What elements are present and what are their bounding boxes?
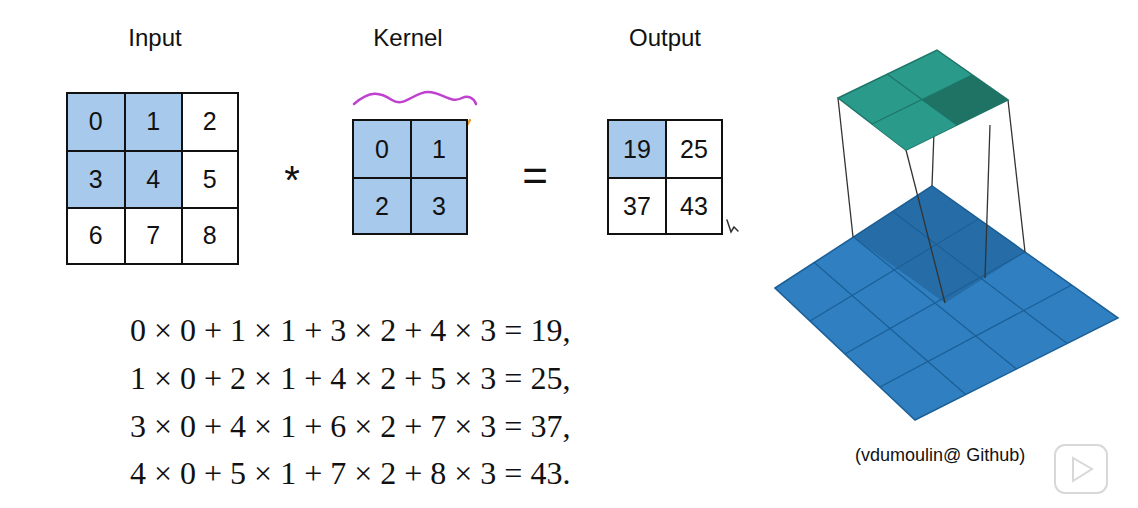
cell-value: 1 [432, 135, 446, 164]
cell-value: 1 [146, 107, 160, 136]
cell-value: 25 [680, 135, 708, 164]
output-plane [838, 50, 1008, 150]
matrix-cell: 8 [181, 207, 239, 265]
cell-value: 19 [623, 135, 651, 164]
grid-title: Output [629, 24, 701, 52]
cell-value: 4 [146, 165, 160, 194]
credit-caption: (vdumoulin@ Github) [855, 445, 1025, 466]
cell-value: 8 [203, 221, 217, 250]
matrix-cell: 5 [181, 150, 239, 210]
matrix-cell: 1 [124, 92, 184, 152]
operator-symbol: * [284, 158, 300, 203]
play-watermark [1055, 445, 1107, 493]
matrix-cell: 3 [410, 177, 468, 235]
matrix-cell: 19 [607, 119, 667, 179]
equation: 1 × 0 + 2 × 1 + 4 × 2 + 5 × 3 = 25, [130, 360, 570, 397]
cell-value: 37 [623, 192, 651, 221]
cell-value: 0 [89, 107, 103, 136]
cell-value: 2 [203, 107, 217, 136]
equation: 0 × 0 + 1 × 1 + 3 × 2 + 4 × 3 = 19, [130, 312, 570, 349]
cell-value: 5 [203, 165, 217, 194]
grid-title: Kernel [373, 24, 442, 52]
matrix-cell: 2 [352, 177, 412, 235]
matrix-cell: 0 [352, 119, 412, 179]
matrix-cell: 0 [66, 92, 126, 152]
cell-value: 0 [375, 135, 389, 164]
cell-value: 3 [89, 165, 103, 194]
matrix-cell: 7 [124, 207, 184, 265]
cell-value: 43 [680, 192, 708, 221]
matrix-cell: 25 [665, 119, 723, 179]
cell-value: 7 [146, 221, 160, 250]
equation: 4 × 0 + 5 × 1 + 7 × 2 + 8 × 3 = 43. [130, 455, 570, 492]
matrix-cell: 4 [124, 150, 184, 210]
cell-value: 3 [432, 192, 446, 221]
grid-title: Input [128, 24, 181, 52]
operator-symbol: = [522, 151, 548, 201]
matrix-cell: 6 [66, 207, 126, 265]
matrix-cell: 43 [665, 177, 723, 235]
matrix-grid: 0 1 2 3 4 5 6 7 8 [66, 92, 239, 265]
matrix-grid: 0 1 2 3 [352, 119, 468, 235]
cell-value: 2 [375, 192, 389, 221]
input-plane [775, 186, 1118, 420]
projection-lines [838, 50, 1025, 303]
matrix-cell: 37 [607, 177, 667, 235]
cell-value: 6 [89, 221, 103, 250]
matrix-grid: 19 25 37 43 [607, 119, 723, 235]
equation: 3 × 0 + 4 × 1 + 6 × 2 + 7 × 3 = 37, [130, 408, 570, 445]
matrix-cell: 1 [410, 119, 468, 179]
matrix-cell: 3 [66, 150, 126, 210]
matrix-cell: 2 [181, 92, 239, 152]
